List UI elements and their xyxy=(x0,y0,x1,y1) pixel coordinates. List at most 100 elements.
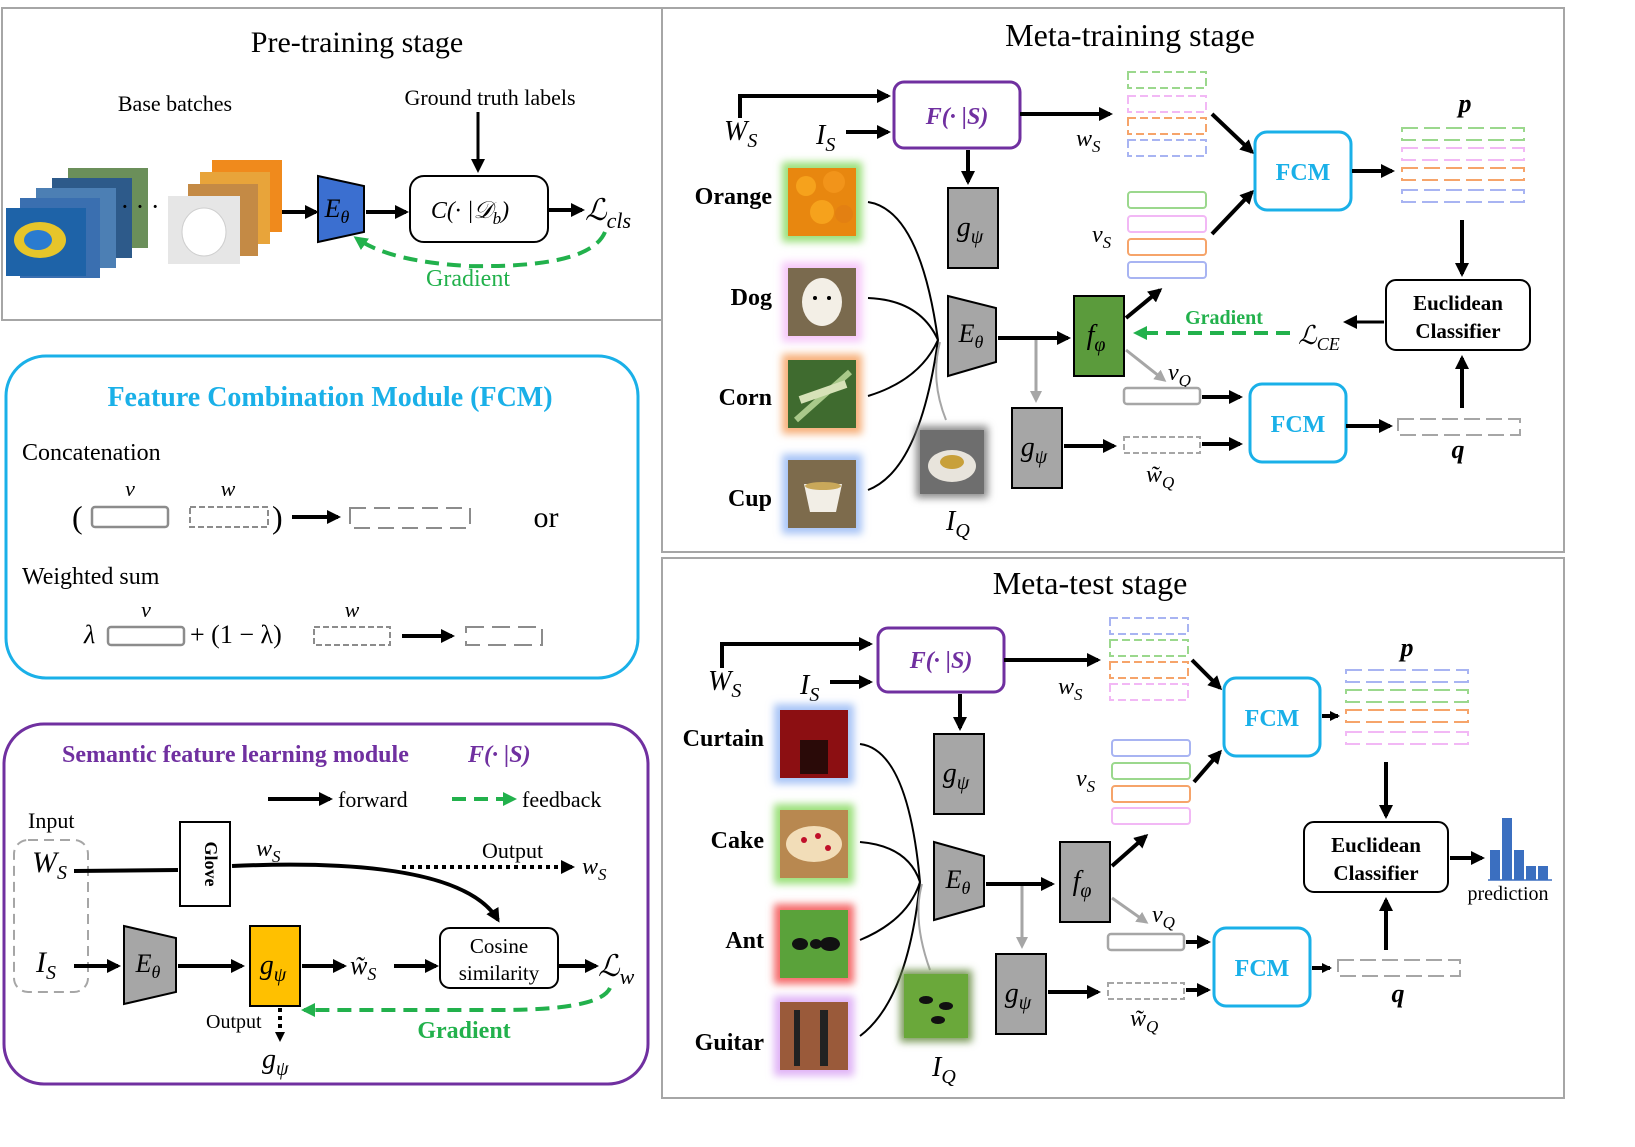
svg-text:IQ: IQ xyxy=(945,506,970,542)
te-W: W xyxy=(708,666,734,697)
sem-encoder-sub: θ xyxy=(152,962,161,982)
or-label: or xyxy=(534,501,559,534)
sem-output-ws-sub: S xyxy=(598,865,607,884)
svg-text:gψ: gψ xyxy=(1005,978,1032,1014)
svg-text:WS: WS xyxy=(708,666,741,702)
mt-w-sub: S xyxy=(1092,137,1101,156)
mt-wQ-sub: Q xyxy=(1162,473,1174,492)
one-minus-lambda-label: + (1 − λ) xyxy=(190,620,282,649)
svg-text:fφ: fφ xyxy=(1087,320,1106,356)
sem-ws: W xyxy=(32,846,60,879)
svg-text:gψ: gψ xyxy=(957,212,984,248)
metatraining-title: Meta-training stage xyxy=(1005,17,1255,53)
pretrain-encoder-label: E xyxy=(324,194,341,223)
te-v-sub: S xyxy=(1087,777,1096,796)
mt-f-sub: φ xyxy=(1094,334,1105,356)
fcm-module-title: Feature Combination Module (FCM) xyxy=(107,382,552,413)
sem-loss-sub: w xyxy=(620,964,635,989)
glove-box xyxy=(179,821,231,907)
svg-text:w̃Q: w̃Q xyxy=(1130,1006,1158,1036)
mt-query-image xyxy=(916,426,988,498)
svg-text:w̃S: w̃S xyxy=(350,951,376,984)
mt-euclid-box xyxy=(1385,279,1531,351)
concat-label: Concatenation xyxy=(22,440,161,466)
legend-forward: forward xyxy=(338,787,408,812)
svg-text:Eθ: Eθ xyxy=(135,949,161,982)
te-IQ-sub: Q xyxy=(941,1066,956,1088)
svg-text:IS: IS xyxy=(815,120,835,156)
base-batch-images-left xyxy=(6,168,148,278)
semantic-module-title: Semantic feature learning module xyxy=(62,742,409,768)
svg-text:ℒcls: ℒcls xyxy=(585,194,631,233)
mt-I: I xyxy=(815,120,827,151)
pretraining-panel: Pre-training stage Base batches Ground t… xyxy=(1,7,687,321)
svg-text:C(· |𝒟b): C(· |𝒟b) xyxy=(431,198,509,228)
mt-g-box2 xyxy=(1011,407,1063,489)
te-image-ant xyxy=(774,904,854,984)
te-g1-sub: ψ xyxy=(957,772,970,794)
te-wQ-bar xyxy=(1107,982,1185,1000)
svg-text:Eθ: Eθ xyxy=(324,194,350,227)
mt-euclid2: Classifier xyxy=(1415,319,1500,343)
te-wQ-sub: Q xyxy=(1146,1017,1158,1036)
sem-g-output: g xyxy=(262,1044,276,1075)
te-q-bar xyxy=(1337,959,1461,977)
sem-is-sub: S xyxy=(46,962,56,984)
svg-text:w̃Q: w̃Q xyxy=(1146,462,1174,492)
te-q: q xyxy=(1392,979,1405,1008)
te-euclid1: Euclidean xyxy=(1331,833,1421,857)
svg-text:Eθ: Eθ xyxy=(958,319,984,352)
mt-W: W xyxy=(724,116,750,147)
mt-q-bar xyxy=(1397,418,1521,436)
svg-text:vS: vS xyxy=(1092,222,1112,252)
te-wQ: w̃ xyxy=(1130,1006,1146,1032)
svg-text:wS: wS xyxy=(1076,126,1101,156)
metatest-panel: Meta-test stage WS IS F(· |S) wS gψ vS F… xyxy=(661,557,1565,1099)
te-image-curtain xyxy=(774,704,854,784)
mt-class-corn: Corn xyxy=(719,385,772,411)
cosine-label1: Cosine xyxy=(470,934,528,958)
fcm-module-panel: Feature Combination Module (FCM) Concate… xyxy=(4,354,640,680)
concat-close-paren: ) xyxy=(272,499,283,535)
sem-output2: Output xyxy=(206,1011,262,1033)
mt-f: f xyxy=(1087,320,1098,351)
te-I: I xyxy=(799,670,811,701)
svg-text:vS: vS xyxy=(1076,766,1096,796)
mt-ws-stack xyxy=(1127,71,1207,157)
mt-vs-stack xyxy=(1127,191,1207,279)
pretrain-loss: ℒ xyxy=(585,194,608,227)
sem-is: I xyxy=(35,946,48,979)
pretrain-classifier-label: C(· |𝒟 xyxy=(431,198,498,224)
mt-q: q xyxy=(1452,435,1465,464)
cosine-box xyxy=(439,927,559,989)
te-encoder xyxy=(933,840,985,922)
te-euclid-box xyxy=(1303,821,1449,893)
mt-IQ-sub: Q xyxy=(955,520,970,542)
mt-E-sub: θ xyxy=(975,332,984,352)
svg-text:gψ: gψ xyxy=(1021,432,1048,468)
te-I-sub: S xyxy=(809,684,819,706)
te-image-guitar xyxy=(774,996,854,1076)
mt-g-box1 xyxy=(947,187,999,269)
mt-wQ: w̃ xyxy=(1146,462,1162,488)
te-E: E xyxy=(945,865,962,894)
sem-g-label: g xyxy=(260,950,274,981)
mt-IQ: I xyxy=(945,506,957,537)
mt-class-orange: Orange xyxy=(695,184,773,210)
sem-output1: Output xyxy=(482,838,543,863)
svg-text:gψ: gψ xyxy=(262,1044,289,1080)
sem-encoder-label: E xyxy=(135,949,152,978)
te-IQ: I xyxy=(931,1052,943,1083)
sem-w-small-sub: S xyxy=(272,847,281,866)
te-v: v xyxy=(1076,766,1087,792)
te-g-box1 xyxy=(933,733,985,815)
svg-text:gψ: gψ xyxy=(260,950,287,986)
mt-encoder xyxy=(947,294,997,378)
svg-text:IS: IS xyxy=(35,946,56,984)
te-E-sub: θ xyxy=(962,878,971,898)
mt-g1-sub: ψ xyxy=(971,226,984,248)
te-W-sub: S xyxy=(731,680,741,702)
pretraining-title: Pre-training stage xyxy=(251,26,463,59)
te-vQ-bar xyxy=(1106,932,1186,952)
prediction-label: prediction xyxy=(1467,883,1548,905)
